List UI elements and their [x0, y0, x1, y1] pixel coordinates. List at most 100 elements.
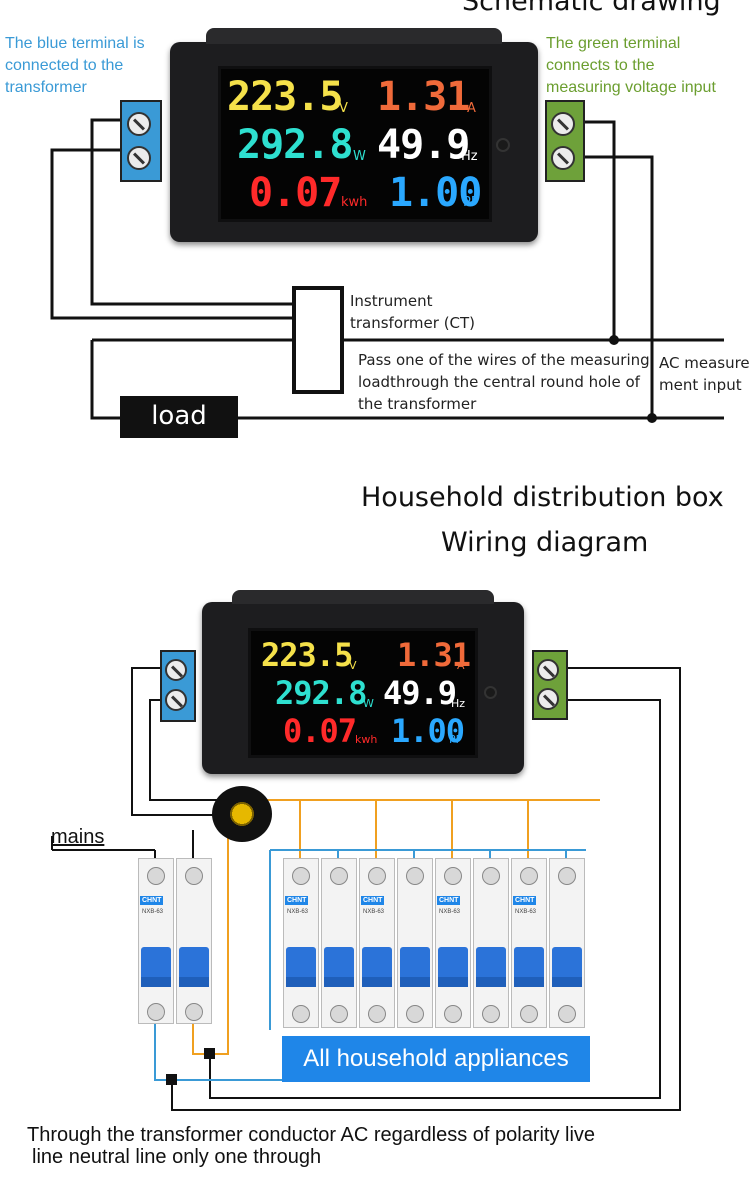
voltage-unit: V [349, 659, 357, 672]
screw-terminal-icon [551, 146, 575, 170]
distribution-box-title: Household distribution box [361, 482, 724, 513]
screw-terminal-icon [444, 867, 462, 885]
junction-dot [609, 335, 619, 345]
ac-input-label: AC measure ment input [659, 352, 750, 396]
power-unit: W [353, 149, 366, 164]
screw-terminal-icon [406, 1005, 424, 1023]
screw-terminal-icon [551, 112, 575, 136]
blue-terminal-block [160, 650, 196, 722]
current-reading: 1.31 [397, 636, 471, 674]
voltage-unit: V [339, 101, 348, 116]
pass-wire-note: Pass one of the wires of the measuring l… [358, 349, 650, 415]
junction-dot [647, 413, 657, 423]
screw-terminal-icon [147, 1003, 165, 1021]
blue-note-line-3: transformer [5, 79, 87, 96]
branch-breaker-5: CHNT NXB-63 [435, 858, 471, 1028]
ac-label-line-1: AC measure [659, 354, 750, 372]
screw-terminal-icon [558, 867, 576, 885]
breaker-model: NXB-63 [439, 909, 461, 915]
branch-breaker-3: CHNT NXB-63 [359, 858, 395, 1028]
blue-note-line-2: connected to the [5, 57, 124, 74]
pf-unit: PF [463, 195, 479, 210]
current-unit: A [457, 659, 465, 672]
screw-terminal-icon [482, 1005, 500, 1023]
green-note-line-1: The green terminal [546, 35, 681, 52]
appliances-banner: All household appliances [282, 1036, 590, 1082]
current-transformer-ring-icon [212, 786, 272, 842]
breaker-model: NXB-63 [287, 909, 309, 915]
energy-unit: kwh [355, 733, 378, 746]
panel-meter-bottom: 223.5 V 1.31 A 292.8 W 49.9 Hz 0.07 kwh … [202, 590, 524, 774]
ct-label-line-2: transformer (CT) [350, 314, 476, 332]
mains-label: mains [51, 826, 105, 848]
power-reading: 292.8 [275, 674, 367, 712]
energy-reading: 0.07 [283, 712, 357, 750]
screw-terminal-icon [127, 112, 151, 136]
screw-terminal-icon [147, 867, 165, 885]
green-terminal-block [532, 650, 568, 720]
screw-terminal-icon [292, 1005, 310, 1023]
blue-terminal-block [120, 100, 162, 182]
screw-terminal-icon [520, 1005, 538, 1023]
pass-note-line-2: loadthrough the central round hole of [358, 373, 640, 391]
live-wire [90, 340, 122, 420]
green-terminal-note: The green terminal connects to the measu… [546, 33, 750, 99]
screw-terminal-icon [444, 1005, 462, 1023]
ac-label-line-2: ment input [659, 376, 742, 394]
screw-terminal-icon [185, 1003, 203, 1021]
meter-display: 223.5 V 1.31 A 292.8 W 49.9 Hz 0.07 kwh … [218, 66, 492, 222]
branch-breaker-2 [321, 858, 357, 1028]
breaker-brand: CHNT [140, 896, 164, 905]
blue-wire-upper [90, 118, 295, 306]
branch-breaker-6 [473, 858, 509, 1028]
breaker-brand: CHNT [513, 896, 537, 905]
breaker-model: NXB-63 [142, 909, 164, 915]
screw-terminal-icon [482, 867, 500, 885]
panel-meter-top: 223.5 V 1.31 A 292.8 W 49.9 Hz 0.07 kwh … [170, 28, 538, 242]
bottom-note-line-2: line neutral line only one through [32, 1146, 322, 1168]
blue-note-line-1: The blue terminal is [5, 35, 145, 52]
load-box: load [120, 396, 238, 438]
branch-breaker-7: CHNT NXB-63 [511, 858, 547, 1028]
wiring-diagram-title: Wiring diagram [441, 527, 649, 558]
schematic-heading: Schematic drawing [462, 0, 721, 17]
pf-reading: 1.00 [389, 170, 482, 216]
screw-terminal-icon [185, 867, 203, 885]
green-terminal-block [545, 100, 585, 182]
bottom-note-line-1: Through the transformer conductor AC reg… [27, 1124, 596, 1146]
screw-terminal-icon [292, 867, 310, 885]
green-wire-lower [582, 155, 654, 418]
bottom-note: Through the transformer conductor AC reg… [27, 1124, 595, 1168]
breaker-model: NXB-63 [363, 909, 385, 915]
pf-unit: PF [449, 733, 462, 746]
main-breaker-pole-2 [176, 858, 212, 1024]
pass-note-line-1: Pass one of the wires of the measuring [358, 351, 650, 369]
screw-terminal-icon [537, 659, 559, 681]
blue-terminal-note: The blue terminal is connected to the tr… [5, 33, 175, 99]
energy-unit: kwh [341, 195, 368, 210]
schematic-wiring [50, 118, 724, 423]
breaker-model: NXB-63 [515, 909, 537, 915]
power-reading: 292.8 [237, 122, 353, 168]
branch-breaker-8 [549, 858, 585, 1028]
screw-terminal-icon [558, 1005, 576, 1023]
branch-breaker-1: CHNT NXB-63 [283, 858, 319, 1028]
pf-reading: 1.00 [391, 712, 465, 750]
breaker-brand: CHNT [361, 896, 385, 905]
ct-label: Instrument transformer (CT) [350, 290, 475, 334]
green-wire-upper [582, 120, 616, 340]
screw-terminal-icon [368, 867, 386, 885]
frequency-reading: 49.9 [383, 674, 457, 712]
current-transformer-box [292, 286, 344, 394]
meter-button-icon [484, 686, 497, 699]
frequency-unit: Hz [461, 149, 478, 164]
screw-terminal-icon [165, 689, 187, 711]
branch-breaker-4 [397, 858, 433, 1028]
meter-display: 223.5 V 1.31 A 292.8 W 49.9 Hz 0.07 kwh … [248, 628, 478, 758]
green-note-line-2: connects to the [546, 57, 655, 74]
screw-terminal-icon [406, 867, 424, 885]
screw-terminal-icon [537, 688, 559, 710]
power-unit: W [363, 697, 374, 710]
screw-terminal-icon [330, 867, 348, 885]
